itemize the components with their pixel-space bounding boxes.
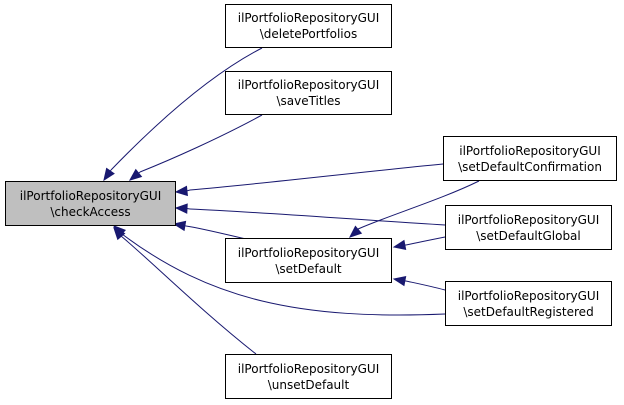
- node-set-default-class: ilPortfolioRepositoryGUI: [237, 245, 380, 260]
- node-set-default[interactable]: ilPortfolioRepositoryGUI \setDefault: [225, 238, 392, 283]
- node-set-default-registered-method: \setDefaultRegistered: [463, 304, 594, 319]
- arrowhead: [174, 203, 188, 214]
- edge-setDefaultConfirmation-to-setDefault: [348, 180, 480, 238]
- arrowhead: [172, 220, 187, 232]
- node-set-default-confirmation[interactable]: ilPortfolioRepositoryGUI \setDefaultConf…: [443, 136, 617, 181]
- edge-line: [139, 114, 263, 173]
- node-unset-default-class: ilPortfolioRepositoryGUI: [237, 361, 380, 376]
- node-save-titles-class: ilPortfolioRepositoryGUI: [237, 78, 380, 92]
- edge-line: [405, 280, 446, 291]
- node-delete-portfolios-class: ilPortfolioRepositoryGUI: [237, 11, 380, 25]
- node-check-access-method: \checkAccess: [50, 204, 131, 219]
- arrowhead: [348, 225, 363, 238]
- arrowhead: [392, 239, 407, 251]
- node-check-access[interactable]: ilPortfolioRepositoryGUI \checkAccess: [5, 181, 176, 226]
- node-unset-default-method: \unsetDefault: [267, 377, 350, 392]
- arrowhead: [113, 226, 126, 241]
- edge-line: [120, 235, 257, 355]
- node-unset-default[interactable]: ilPortfolioRepositoryGUI \unsetDefault: [225, 354, 392, 399]
- edge-setDefaultRegistered-to-setDefault: [392, 275, 446, 291]
- arrowhead: [128, 168, 143, 181]
- edge-deletePortfolios-to-checkAccess: [103, 47, 263, 182]
- edge-line: [357, 180, 480, 230]
- node-set-default-global-method: \setDefaultGlobal: [476, 228, 581, 243]
- node-check-access-class: ilPortfolioRepositoryGUI: [19, 188, 162, 203]
- edge-line: [121, 233, 446, 316]
- edge-line: [110, 47, 263, 171]
- node-set-default-global-class: ilPortfolioRepositoryGUI: [457, 212, 600, 227]
- edge-setDefaultConfirmation-to-checkAccess: [174, 163, 444, 197]
- node-set-default-confirmation-method: \setDefaultConfirmation: [458, 159, 602, 174]
- edge-setDefaultGlobal-to-checkAccess: [174, 203, 446, 226]
- node-delete-portfolios[interactable]: ilPortfolioRepositoryGUI \deletePortfoli…: [225, 4, 392, 48]
- arrowhead: [103, 167, 115, 182]
- edge-line: [189, 163, 444, 191]
- edge-saveTitles-to-checkAccess: [128, 114, 263, 181]
- edge-line-tail: [186, 189, 191, 192]
- edge-line: [189, 208, 446, 226]
- edge-setDefaultGlobal-to-setDefault: [392, 236, 446, 251]
- node-set-default-method: \setDefault: [275, 261, 342, 276]
- node-set-default-confirmation-class: ilPortfolioRepositoryGUI: [459, 143, 601, 158]
- node-delete-portfolios-method: \deletePortfolios: [259, 27, 358, 41]
- node-set-default-global[interactable]: ilPortfolioRepositoryGUI \setDefaultGlob…: [445, 205, 612, 250]
- node-set-default-registered-class: ilPortfolioRepositoryGUI: [457, 288, 600, 303]
- node-set-default-registered[interactable]: ilPortfolioRepositoryGUI \setDefaultRegi…: [445, 281, 612, 326]
- edge-unsetDefault-to-checkAccess: [113, 226, 257, 355]
- node-save-titles[interactable]: ilPortfolioRepositoryGUI \saveTitles: [225, 71, 392, 115]
- edge-line: [405, 236, 446, 246]
- arrowhead: [392, 275, 407, 287]
- arrowhead: [174, 185, 188, 197]
- node-save-titles-method: \saveTitles: [276, 94, 341, 108]
